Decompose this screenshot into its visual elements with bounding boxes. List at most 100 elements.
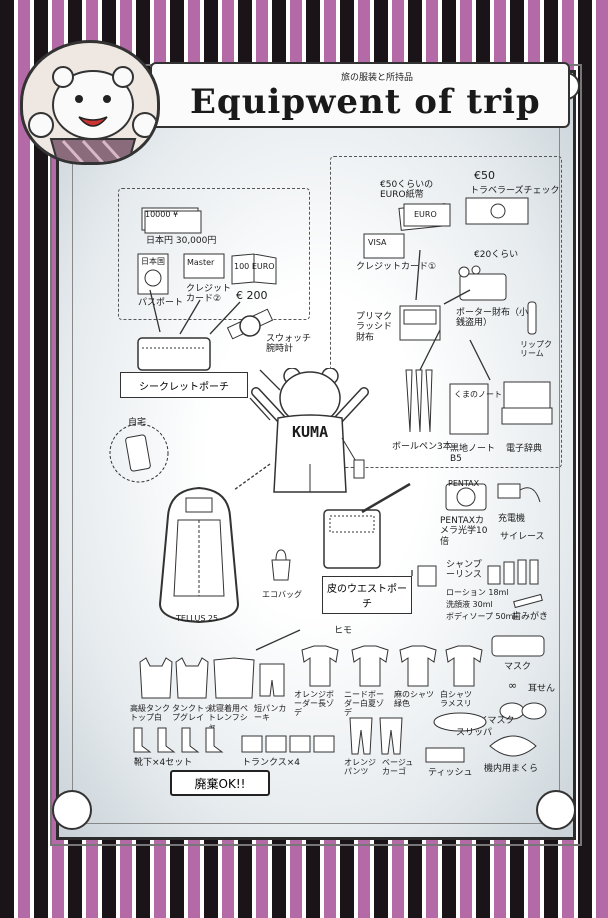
euro-bills-sketch — [398, 200, 452, 236]
beige-cargo-label: ベージュカーゴ — [382, 758, 414, 777]
eco-bag-label: エコバッグ — [262, 590, 302, 599]
header-subtitle: 旅の服装と所持品 — [340, 73, 413, 83]
travelers-check-sketch — [464, 196, 530, 230]
euro-bill-label: 100 EURO — [234, 262, 275, 271]
lip-cream-label: リップクリーム — [520, 340, 552, 359]
page-title: Equipwent of trip — [190, 82, 541, 122]
euro-amount-label: € 200 — [236, 289, 268, 302]
notebook-sketch — [448, 382, 490, 440]
pajamas-label: 就寝着用ペトレンフシャ — [208, 704, 248, 732]
waist-pouch-label: 皮のウエストポーチ — [322, 576, 412, 614]
socks-sketch — [128, 726, 224, 760]
himo-label: ヒモ — [334, 626, 353, 636]
linen-shirt-label: 麻のシャツ緑色 — [394, 690, 434, 709]
eye-mask-sketch — [496, 700, 550, 726]
dictionary-sketch — [500, 378, 554, 432]
discard-ok-label: 廃棄OK!! — [170, 770, 270, 796]
orange-border-label: オレンジボーダー長ゾデ — [294, 690, 334, 718]
credit-card-2-label: クレジットカード② — [186, 284, 232, 305]
charger-label: 充電機 — [498, 514, 526, 524]
lip-cream-sketch — [526, 300, 538, 340]
socks-label: 靴下×4セット — [134, 758, 193, 768]
camera-label: PENTAXカメラ光学10倍 — [440, 516, 488, 547]
shirts-sketches — [296, 644, 490, 692]
watch-sketch — [226, 306, 274, 354]
tissue-label: ティッシュ — [428, 768, 473, 778]
yen-cash-sketch — [140, 206, 202, 238]
earplug-icon: ∞ — [508, 679, 518, 692]
euro-note-label: EURO — [414, 210, 437, 219]
charger-sketch — [494, 478, 544, 516]
notebook-cover-label: くまのノート — [454, 390, 502, 399]
euro-bill-sketch — [230, 252, 280, 290]
white-shirt-label: 白シャツ ラメスリ — [440, 690, 472, 709]
bottles-sketch — [486, 556, 550, 590]
lotion-label: ローション 18ml — [446, 588, 509, 597]
valuables-right-box — [330, 156, 562, 468]
travelers-check-amount: €50 — [474, 169, 495, 182]
phone-sketch — [108, 420, 170, 490]
kuma-bear-sketch — [248, 367, 372, 502]
corner-ornament-bottom-right — [536, 790, 576, 830]
backpack-brand: TELLUS 25 — [176, 614, 219, 623]
trunks-label: トランクス×4 — [242, 758, 300, 768]
slipper-label: スリッパ — [456, 728, 493, 738]
pants-sketch — [346, 716, 406, 760]
credit-card-brand: Master — [187, 258, 215, 267]
toothbrush-sketch — [512, 592, 544, 614]
camera-brand: PENTAX — [448, 479, 480, 488]
camera-sketch — [444, 478, 488, 516]
passport-sketch — [136, 252, 170, 300]
pens-label: ボールペン3本 — [392, 442, 452, 452]
orange-pants-label: オレンジパンツ — [344, 758, 376, 777]
pillow-label: 機内用まくら — [484, 764, 539, 774]
home-label: 自宅 — [128, 418, 147, 428]
eye-mask-label: アイマスク — [470, 716, 515, 726]
bear-medallion — [20, 40, 160, 165]
cash-label: 日本円 30,000円 — [146, 236, 217, 246]
kuma-shirt-text: KUMA — [292, 423, 329, 441]
coin-amount-label: €20くらい — [474, 250, 519, 260]
body-soap-label: ボディソープ 50ml — [446, 612, 516, 621]
travelers-check-label: トラベラーズチェック — [470, 186, 560, 196]
cash-note-label: 10000 ¥ — [145, 210, 179, 219]
slipper-sketch — [432, 710, 488, 738]
face-wash-label: 洗顔液 30ml — [446, 600, 493, 609]
secret-pouch-label: シークレットポーチ — [120, 372, 248, 398]
credit-card-1-label: クレジットカード① — [356, 262, 437, 272]
corner-ornament-bottom-left — [52, 790, 92, 830]
valuables-left-box — [118, 188, 310, 320]
euro-bills-label: €50くらいのEURO紙幣 — [380, 180, 434, 201]
watch-label: スウォッチ腕時計 — [266, 334, 312, 355]
visa-label: VISA — [368, 238, 387, 247]
tissue-sketch — [424, 740, 466, 768]
credit-card-2-sketch — [182, 252, 226, 284]
waist-pouch-sketch — [318, 506, 386, 576]
tank-top-white-label: 高級タンクトップ白 — [130, 704, 170, 723]
earplug-label: 耳せん — [528, 684, 556, 694]
credit-card-1-sketch — [362, 232, 406, 264]
notebook-label: 黒地ノートB5 — [450, 444, 496, 465]
shorts-label: 短パンカーキ — [254, 704, 287, 723]
mask-sketch — [486, 632, 550, 664]
toothbrush-label: 歯みがき — [512, 612, 549, 622]
eco-bag-sketch — [268, 548, 294, 586]
wallet-label: ポーター財布（小銭盗用） — [456, 308, 529, 329]
trunks-sketch — [240, 734, 336, 760]
passport-cover-label: 日本国 — [141, 257, 165, 266]
shampoo-sketch — [414, 560, 440, 592]
tank-top-sketches — [136, 656, 286, 704]
secret-pouch-sketch — [136, 334, 214, 378]
prima-wallet-sketch — [398, 304, 442, 346]
shampoo-label: シャンプーリンス — [446, 560, 482, 581]
navy-border-label: ニードボーダー白夏ゾデ — [344, 690, 384, 718]
tank-top-gray-label: タンクトップグレイ — [172, 704, 212, 723]
prima-wallet-label: プリマクラッシド財布 — [356, 312, 393, 343]
pens-sketch — [398, 368, 438, 438]
dictionary-label: 電子辞典 — [506, 444, 543, 454]
passport-label: パスポート — [138, 298, 184, 308]
mask-label: マスク — [504, 662, 532, 672]
backpack-sketch — [152, 486, 246, 630]
silencer-label: サイレース — [500, 532, 545, 542]
